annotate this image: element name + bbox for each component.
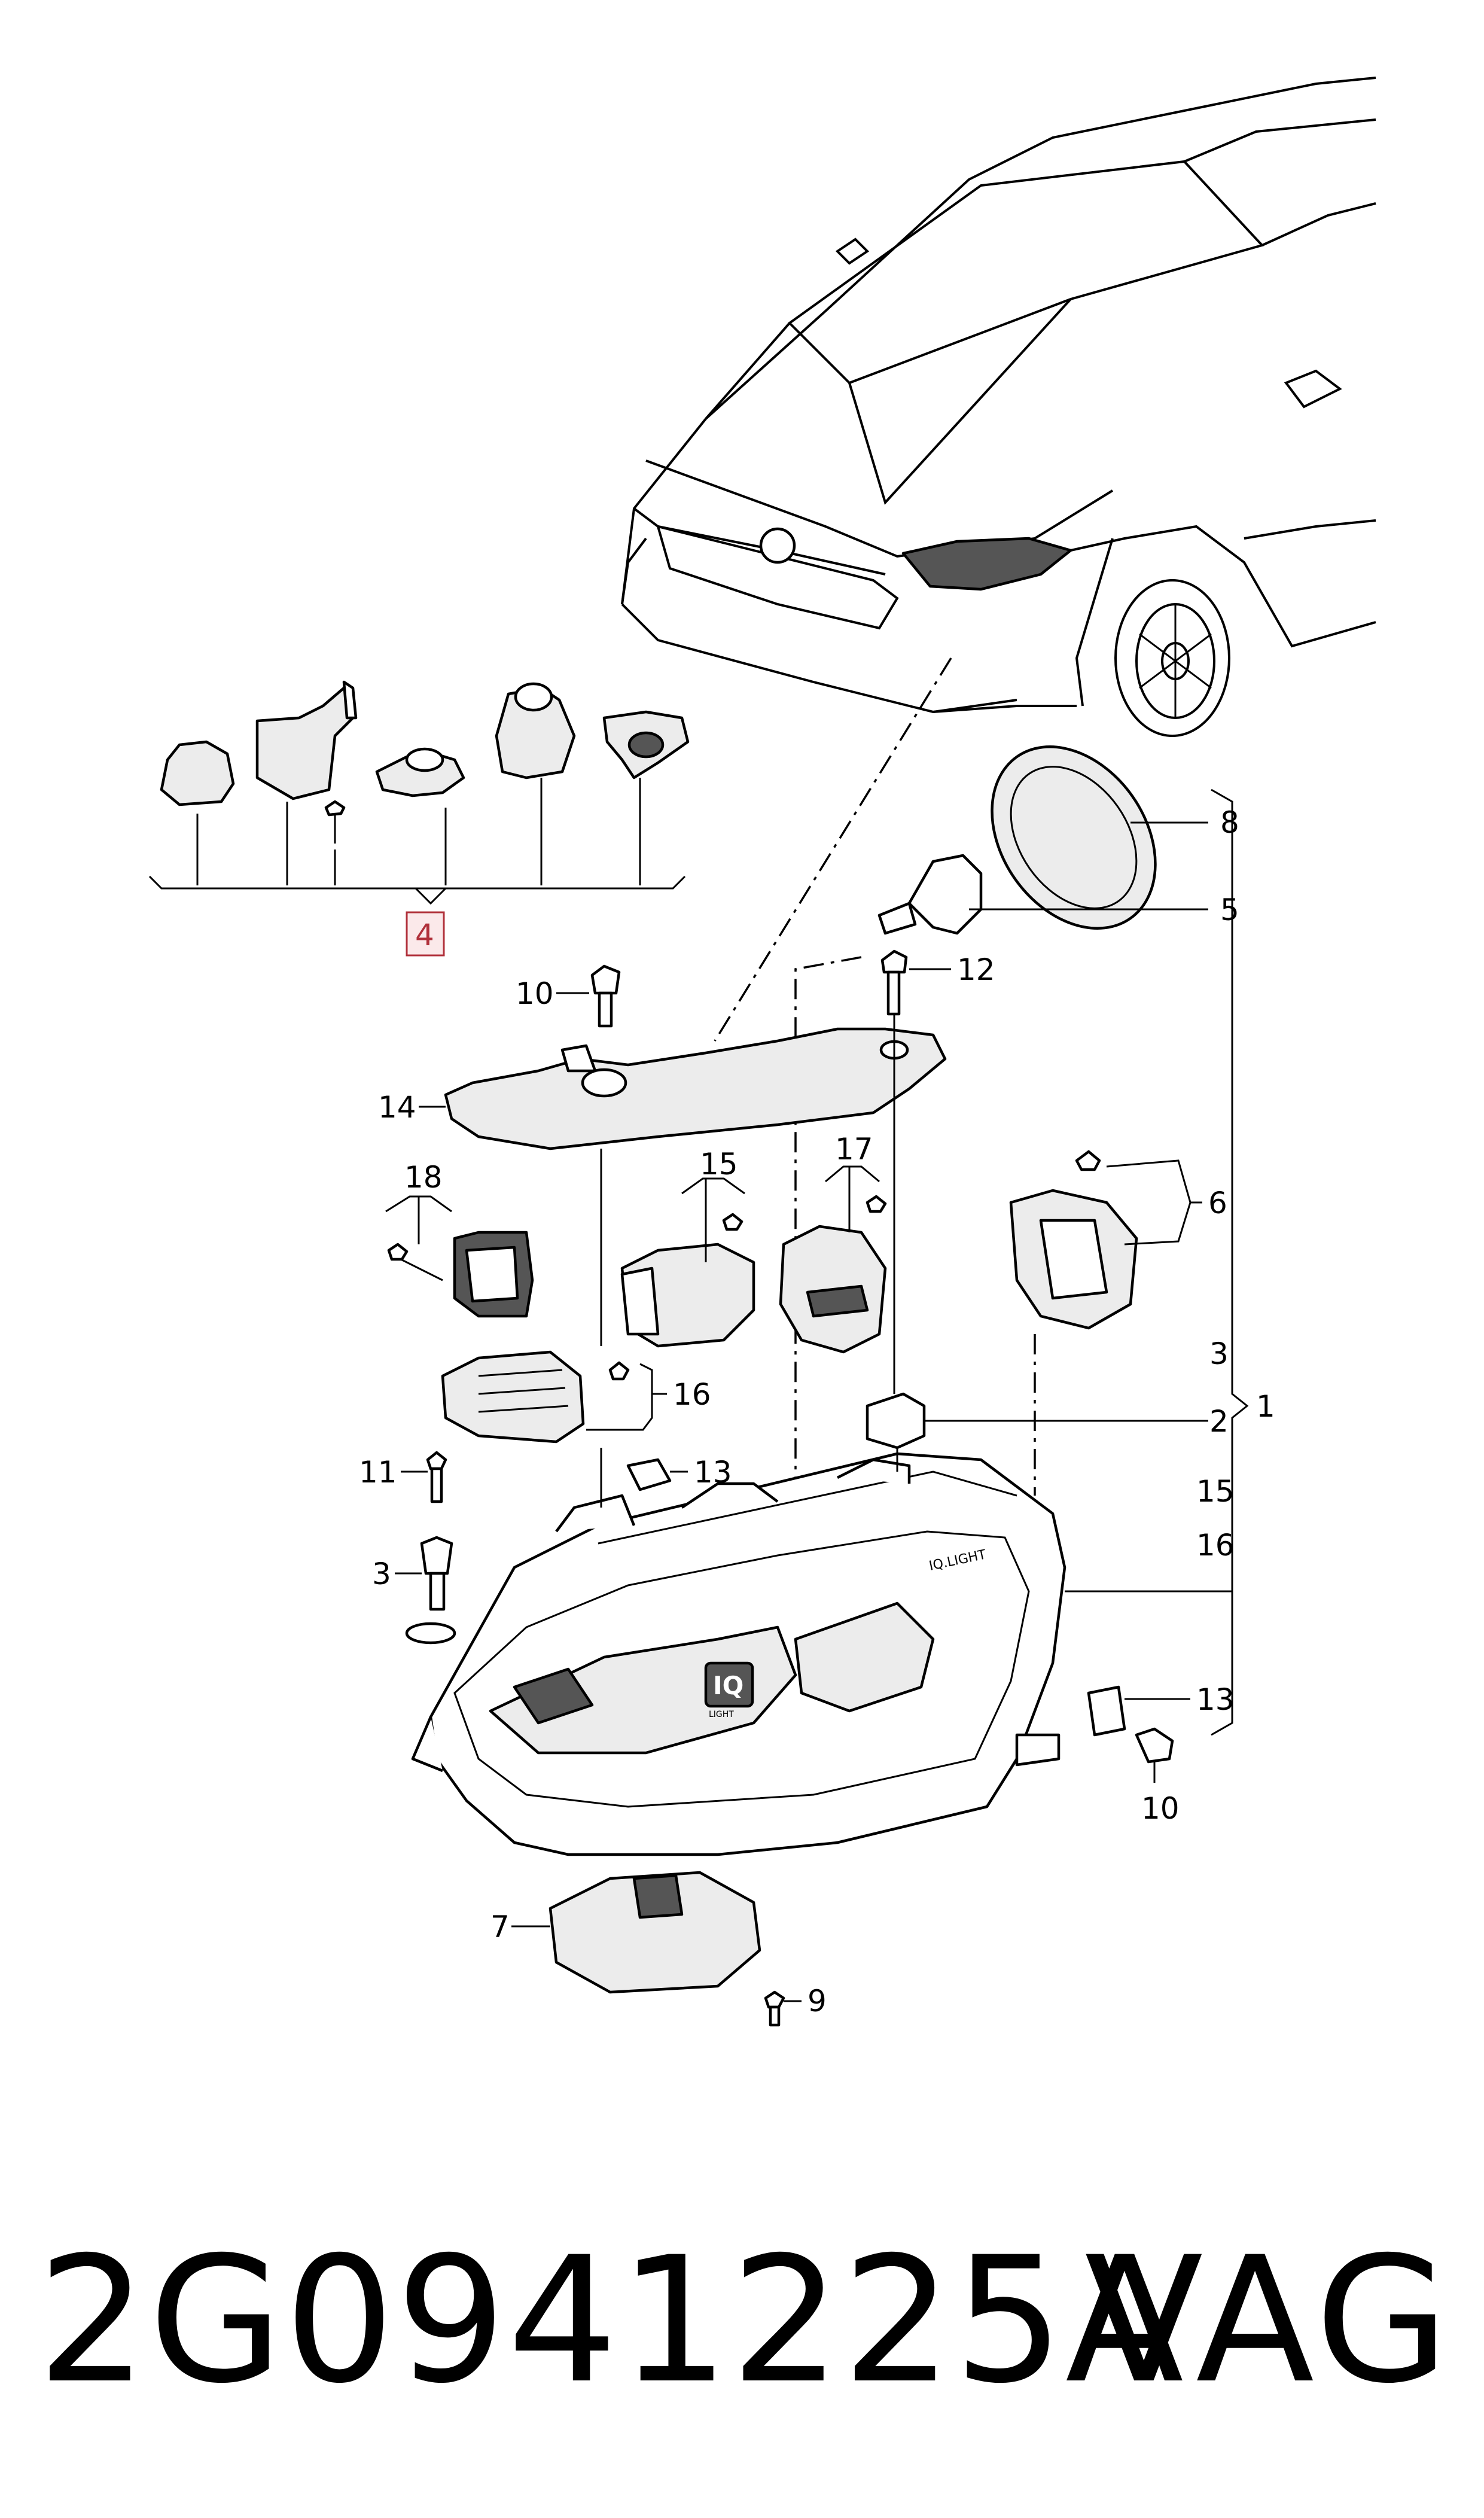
callout-10-bottom: 10: [1141, 1791, 1180, 1826]
callout-17: 17: [835, 1132, 873, 1167]
callout-16-left: 16: [673, 1377, 711, 1412]
callout-10-top: 10: [516, 976, 554, 1011]
callout-4: 4: [415, 918, 434, 952]
callout-1: 1: [1256, 1389, 1275, 1424]
screw-9: [764, 1990, 785, 2009]
callout-2: 2: [1209, 1404, 1229, 1439]
headlight-housing-1: IQ LIGHT IQ.LIGHT: [411, 1452, 1066, 1856]
car-front-illustration: [621, 77, 1376, 737]
callout-3-left: 3: [372, 1557, 391, 1591]
control-unit-16: [441, 1350, 585, 1444]
bracket-group-4: [148, 680, 690, 957]
ballast-7: [548, 1871, 761, 1994]
callout-11: 11: [359, 1455, 397, 1490]
callout-9: 9: [807, 1984, 827, 2018]
connector-2: [866, 1392, 926, 1450]
clip-13-a: [626, 1458, 672, 1491]
callout-15-right: 15: [1196, 1474, 1235, 1509]
brand-name: VAG: [1084, 2220, 1453, 2422]
callout-13-top: 13: [694, 1455, 732, 1490]
callout-6: 6: [1208, 1186, 1227, 1220]
grille-hatch: [513, 1667, 594, 1725]
car-headlight-highlight: [901, 537, 1072, 591]
bolt-11: [426, 1451, 447, 1470]
exploded-parts-diagram: IQ LIGHT IQ.LIGHT: [148, 77, 1376, 2027]
callout-5: 5: [1220, 893, 1239, 927]
callout-13-bottom: 13: [1196, 1682, 1235, 1717]
part-number: 2G0941225A: [37, 2220, 1186, 2422]
bolt-10-top: [590, 964, 621, 995]
iq-badge-box: [704, 1661, 754, 1708]
callout-14: 14: [378, 1090, 416, 1125]
callout-16-right: 16: [1196, 1528, 1235, 1563]
callout-4-box: [406, 911, 445, 957]
vw-logo-icon: [759, 527, 796, 564]
callout-7: 7: [490, 1910, 510, 1944]
cap-8: [991, 745, 1157, 930]
bolt-3: [420, 1536, 453, 1575]
callout-18: 18: [404, 1160, 443, 1195]
headlight-badge-sub: LIGHT: [709, 1710, 734, 1719]
callout-12: 12: [957, 952, 995, 987]
bolt-10-bottom: [1135, 1727, 1174, 1764]
callout-15-top: 15: [700, 1147, 738, 1182]
clip-13-b: [1087, 1685, 1126, 1737]
bracket-14: [444, 1027, 947, 1150]
callout-8: 8: [1220, 805, 1239, 840]
headlight-badge: IQ: [713, 1671, 743, 1700]
callout-3-right: 3: [1209, 1336, 1229, 1371]
bulb-5: [907, 854, 983, 935]
bolt-12: [880, 949, 908, 974]
